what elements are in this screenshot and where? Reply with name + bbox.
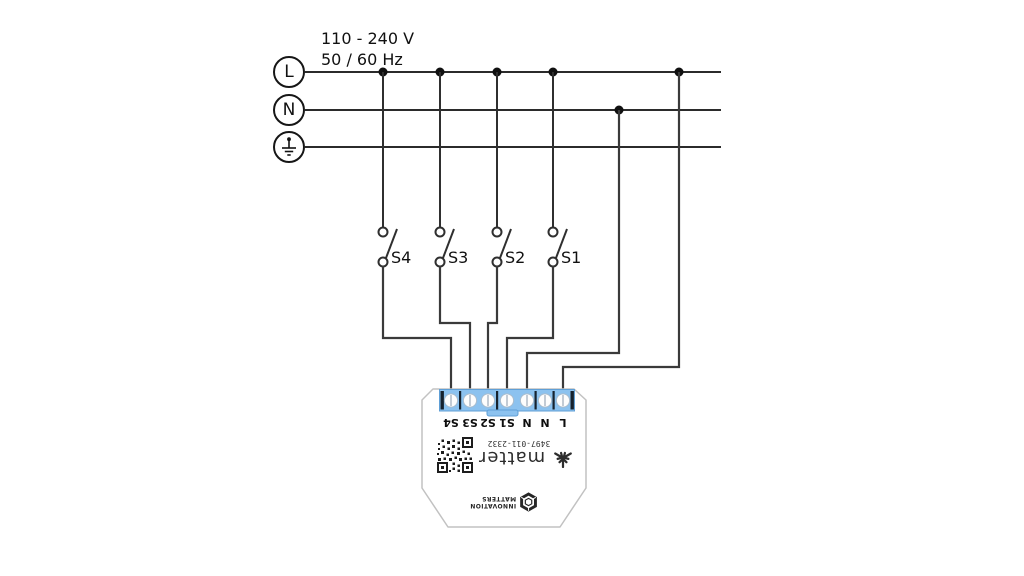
bus-terminal-line: L <box>273 56 305 88</box>
ground-icon <box>282 137 296 156</box>
hex-knot-logo-icon <box>520 492 537 512</box>
terminal-block <box>439 389 575 417</box>
maker-text-line2: MATTERS <box>481 495 517 502</box>
device-terminal-label-n1: N <box>522 416 532 429</box>
switch-label-s3: S3 <box>448 248 469 267</box>
matter-wordmark: matter <box>478 447 546 469</box>
wire-n <box>525 110 621 393</box>
device-wires <box>381 72 681 393</box>
matter-lockup: matter <box>478 447 573 469</box>
device-serial: 3497-011-2332 <box>487 439 551 448</box>
switch-s3 <box>434 72 455 268</box>
maker-lockup: INNOVATION MATTERS <box>470 486 538 518</box>
qr-code-icon <box>436 436 474 474</box>
junction-dots <box>378 67 684 115</box>
matter-logo-icon <box>554 451 572 468</box>
switch-symbols <box>377 72 568 268</box>
switch-label-s4: S4 <box>391 248 412 267</box>
switch-label-s1: S1 <box>561 248 582 267</box>
device-terminal-label-l: L <box>559 416 567 429</box>
device-terminal-label-s1: S1 <box>499 416 515 429</box>
supply-rating: 110 - 240 V 50 / 60 Hz <box>321 28 414 70</box>
maker-text: INNOVATION MATTERS <box>470 495 516 510</box>
device-terminal-label-n2: N <box>540 416 550 429</box>
bus-terminal-neutral: N <box>273 94 305 126</box>
switch-s2 <box>491 72 512 268</box>
bus-terminal-neutral-label: N <box>282 100 296 120</box>
wire-s1 <box>505 266 555 393</box>
supply-frequency: 50 / 60 Hz <box>321 50 403 69</box>
device-terminal-label-s2: S2 <box>480 416 496 429</box>
wire-s3 <box>438 266 472 393</box>
wire-s2 <box>486 266 499 393</box>
wire-s4 <box>381 266 453 393</box>
switch-s4 <box>377 72 398 268</box>
bus-terminal-line-label: L <box>284 62 294 82</box>
terminal-screws <box>443 393 571 408</box>
switch-label-s2: S2 <box>505 248 526 267</box>
bus-lines <box>305 71 721 148</box>
device-terminal-label-s3: S3 <box>462 416 478 429</box>
maker-text-line1: INNOVATION <box>470 502 517 510</box>
switch-s1 <box>547 72 568 268</box>
qr-code <box>436 436 474 474</box>
supply-voltage: 110 - 240 V <box>321 29 415 48</box>
bus-terminal-earth <box>273 131 305 163</box>
device-terminal-label-s4: S4 <box>443 416 459 429</box>
wire-l <box>561 72 681 393</box>
